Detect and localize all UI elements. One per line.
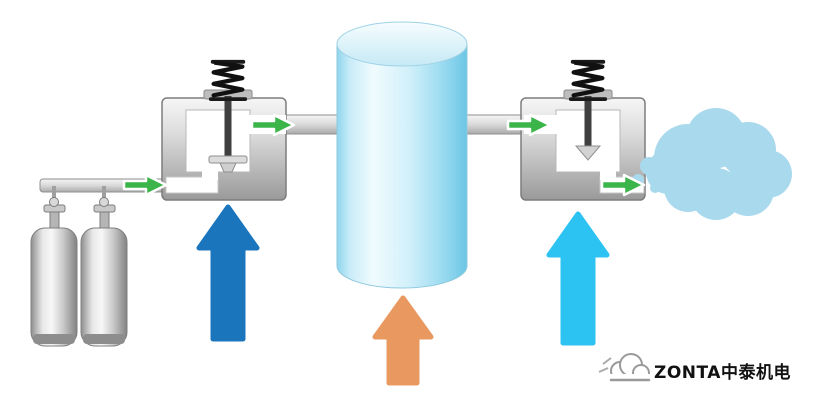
watermark-motion-line (598, 367, 609, 373)
inlet-valve-stem (224, 96, 232, 158)
cloud-puff-small (640, 157, 658, 175)
watermark: ZONTA中泰机电 (598, 353, 791, 386)
exhaust-cloud (632, 108, 792, 220)
cylinder-left-base (33, 334, 75, 344)
outlet-valve (520, 89, 646, 201)
inlet-valve (161, 89, 287, 201)
up-arrow-cyan-outlet (546, 211, 610, 346)
tank-top (336, 21, 468, 67)
cylinder-left-handwheel (49, 197, 59, 207)
storage-tank (336, 21, 468, 289)
outlet-valve-poppet-arrow (574, 145, 602, 161)
gas-cylinder-right (80, 186, 128, 347)
outlet-valve-channel (600, 168, 616, 180)
watermark-text: ZONTA中泰机电 (654, 362, 791, 383)
tank-body (336, 43, 468, 289)
up-arrow-orange-tank (372, 295, 434, 386)
up-arrow-blue-inlet (196, 204, 260, 342)
cloud-puff-small (650, 183, 660, 193)
watermark-cloud-icon (598, 353, 651, 386)
cylinder-left-body (30, 227, 78, 347)
cloud-puff (646, 150, 690, 194)
watermark-motion-line (602, 357, 612, 365)
cylinder-right-handwheel (99, 197, 109, 207)
cylinder-right-body (80, 227, 128, 347)
inlet-valve-seat (219, 162, 237, 173)
cylinder-right-base (83, 334, 125, 344)
outlet-valve-stem (584, 96, 592, 146)
inlet-valve-poppet (208, 155, 248, 164)
gas-cylinder-left (30, 186, 78, 347)
inlet-valve-channel (202, 168, 218, 180)
